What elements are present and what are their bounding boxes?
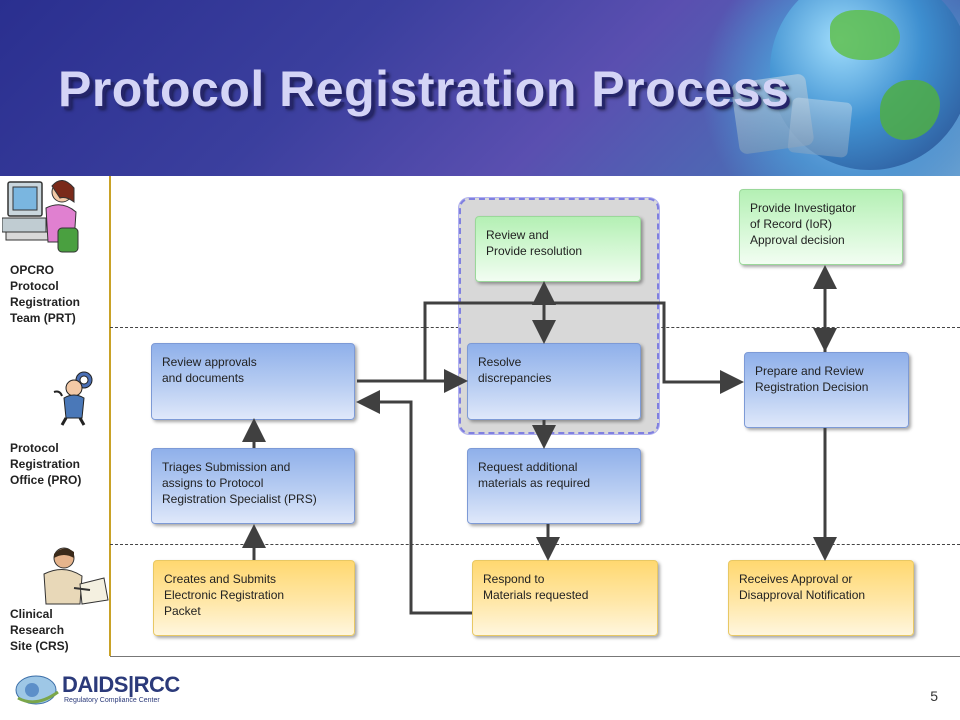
step-prepare-review-decision: Prepare and Review Registration Decision: [744, 352, 909, 428]
bottom-rule: [110, 656, 960, 657]
step-request-additional: Request additional materials as required: [467, 448, 641, 524]
logo-subtitle: Regulatory Compliance Center: [64, 697, 160, 704]
person-at-computer-icon: [2, 180, 79, 253]
globe-land-shape: [830, 10, 900, 60]
arrow-resolution-to-prepare: [554, 301, 744, 394]
step-creates-submits: Creates and Submits Electronic Registrat…: [153, 560, 355, 636]
lane-label-pro: Protocol Registration Office (PRO): [10, 441, 82, 487]
arrow-loop-to-review-resolution: [423, 301, 536, 381]
step-review-provide-resolution: Review and Provide resolution: [475, 216, 641, 282]
lane-divider-vertical: [109, 176, 111, 656]
step-review-approvals: Review approvals and documents: [151, 343, 355, 420]
title-banner: [0, 0, 960, 176]
daids-rcc-logo: [15, 675, 59, 705]
page-title: Protocol Registration Process: [58, 61, 790, 117]
step-receives-notification: Receives Approval or Disapproval Notific…: [728, 560, 914, 636]
lane-label-crs: Clinical Research Site (CRS): [10, 607, 69, 653]
page-number: 5: [930, 688, 938, 704]
person-writing-icon: [43, 547, 109, 605]
step-triages-submission: Triages Submission and assigns to Protoc…: [151, 448, 355, 524]
step-provide-ior-decision: Provide Investigator of Record (IoR) App…: [739, 189, 903, 265]
lane-label-prt: OPCRO Protocol Registration Team (PRT): [10, 263, 81, 325]
logo-text: DAIDS|RCC: [62, 672, 180, 697]
step-resolve-discrepancies: Resolve discrepancies: [467, 343, 641, 420]
lane-separator: [110, 544, 960, 545]
person-with-magnifier-icon: [53, 371, 93, 426]
step-respond-materials: Respond to Materials requested: [472, 560, 658, 636]
arrow-respond-to-review: [356, 390, 472, 615]
